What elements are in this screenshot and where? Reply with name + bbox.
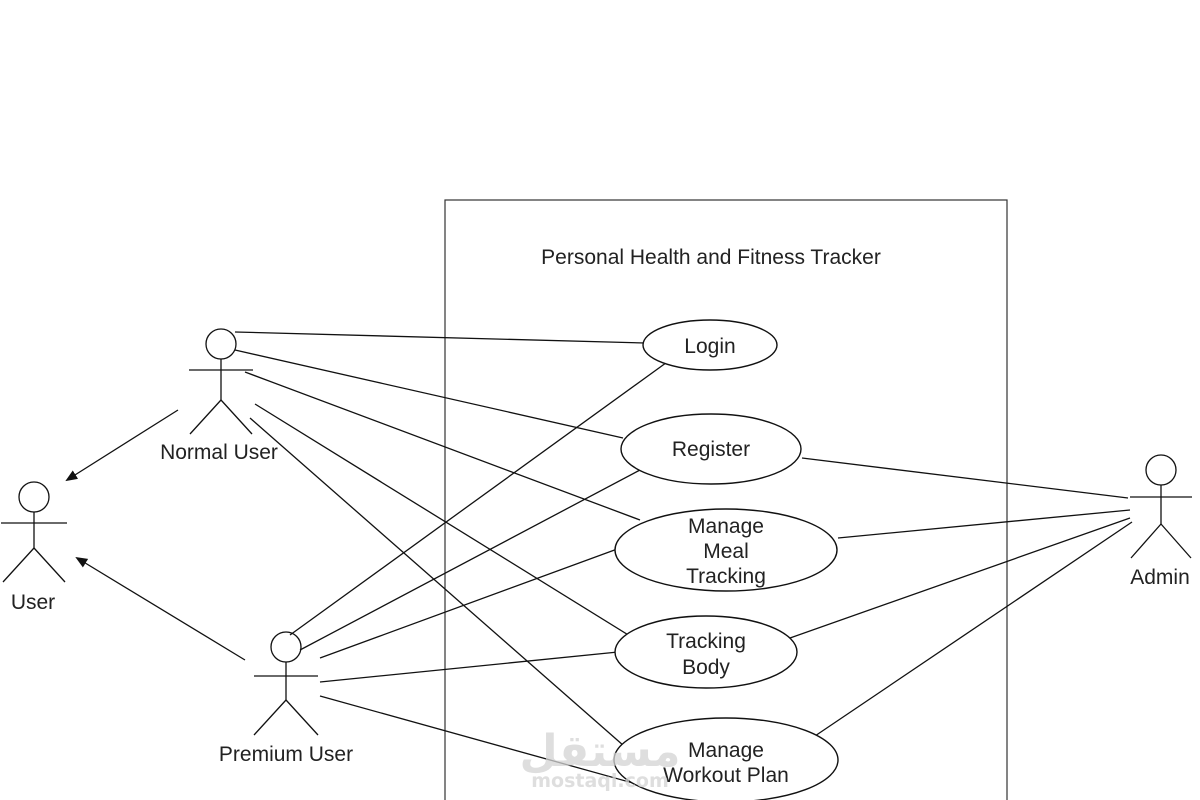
use-case-meal-line2: Meal	[703, 540, 749, 563]
use-case-body-line2: Body	[682, 656, 730, 679]
use-case-workout-line1: Manage	[688, 739, 764, 762]
assoc-premium-body	[319, 651, 619, 683]
use-case-login-label: Login	[684, 335, 735, 358]
assoc-premium-meal	[319, 547, 621, 659]
use-case-meal-line3: Tracking	[686, 565, 766, 588]
use-case-body-line1: Tracking	[666, 630, 746, 653]
system-title: Personal Health and Fitness Tracker	[541, 246, 881, 269]
assoc-premium-register	[299, 469, 641, 651]
watermark: مستقل mostaql.com	[520, 726, 681, 792]
assoc-normal-register	[234, 349, 624, 439]
system-boundary	[444, 199, 1008, 800]
actor-admin-label: Admin	[1130, 566, 1190, 589]
actor-user-label: User	[11, 591, 55, 614]
actor-premium-user[interactable]: Premium User	[219, 631, 353, 766]
actor-premium-user-label: Premium User	[219, 743, 353, 766]
actor-user[interactable]: User	[1, 481, 67, 614]
watermark-latin: mostaql.com	[531, 770, 669, 792]
actor-normal-user-label: Normal User	[160, 441, 278, 464]
assoc-premium-login	[289, 359, 671, 636]
generalization-normal-to-user	[65, 409, 179, 482]
assoc-admin-register	[801, 457, 1129, 499]
use-case-register-label: Register	[672, 438, 750, 461]
assoc-admin-body	[789, 517, 1131, 639]
associations	[234, 331, 1133, 786]
use-case-tracking-body[interactable]: Tracking Body	[614, 615, 798, 689]
use-case-workout-line2: Workout Plan	[663, 764, 789, 787]
use-case-register[interactable]: Register	[620, 413, 802, 485]
actor-normal-user[interactable]: Normal User	[160, 328, 278, 464]
assoc-admin-workout	[811, 521, 1133, 739]
assoc-normal-workout	[249, 417, 641, 761]
use-case-manage-workout-plan[interactable]: Manage Workout Plan	[613, 717, 839, 800]
assoc-premium-workout	[319, 695, 641, 786]
generalization-premium-to-user	[75, 556, 246, 661]
assoc-normal-body	[254, 403, 631, 637]
use-case-manage-meal-tracking[interactable]: Manage Meal Tracking	[614, 508, 838, 592]
assoc-normal-meal	[244, 371, 641, 521]
actor-admin[interactable]: Admin	[1130, 454, 1192, 589]
use-case-meal-line1: Manage	[688, 515, 764, 538]
assoc-normal-login	[234, 331, 646, 344]
watermark-arabic: مستقل	[520, 726, 681, 777]
use-case-login[interactable]: Login	[642, 319, 778, 371]
assoc-admin-meal	[837, 509, 1131, 539]
